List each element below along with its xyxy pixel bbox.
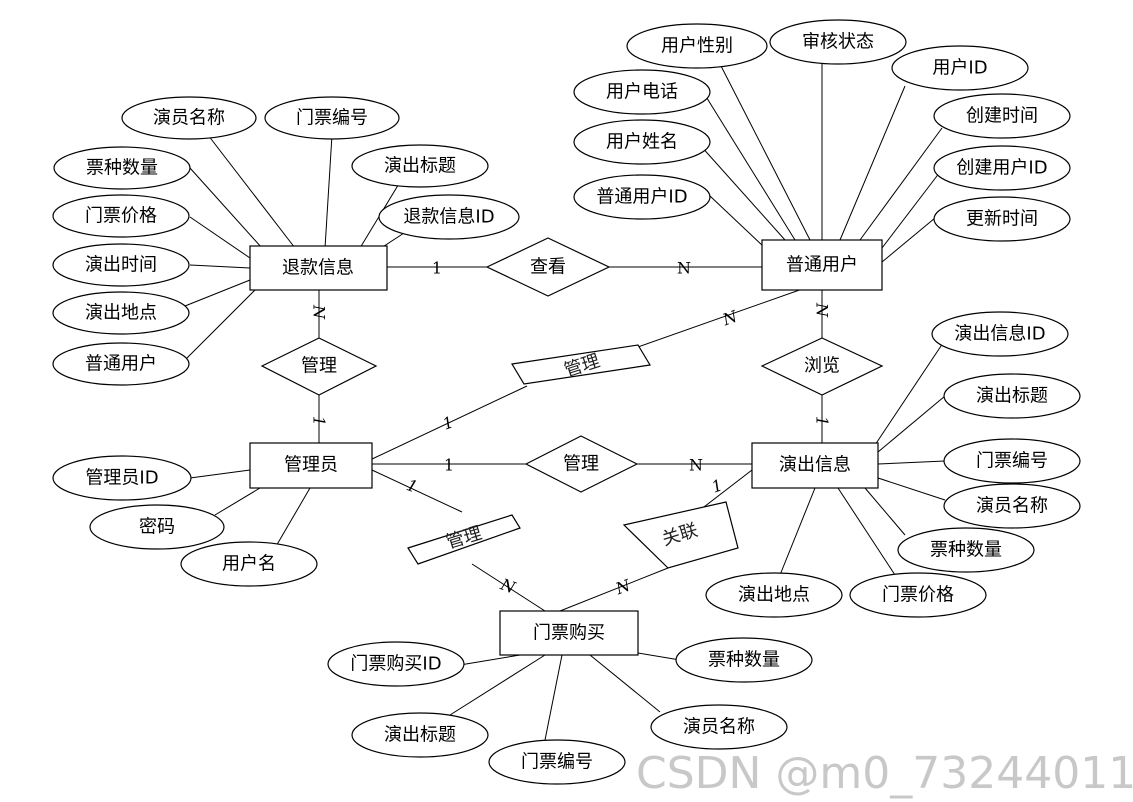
relationship-manage-purchase: 管理 [407,514,521,565]
relationship-browse-label: 浏览 [804,356,840,377]
entity-ticket-purchase-label: 门票购买 [533,623,605,644]
regular-user-attributes: 用户性别 审核状态 用户电话 用户ID 用户姓名 创建时间 普通用户ID 创建用… [573,19,1071,242]
attr-show-ticket-qty: 票种数量 [930,540,1002,561]
relationship-manage-show-label: 管理 [563,454,599,475]
attr-show-place: 演出地点 [738,585,810,606]
relationship-view: 查看 [485,237,611,297]
card-user-manage: N [719,306,741,329]
entity-admin-label: 管理员 [284,455,338,476]
attr-show-ticket-price: 门票价格 [882,585,954,606]
relationship-view-label: 查看 [530,257,566,278]
attr-user-name: 用户姓名 [606,132,678,153]
entity-ticket-purchase: 门票购买 [499,610,639,656]
relationship-manage-purchase-label: 管理 [444,523,485,554]
attr-refund-actor-name: 演员名称 [153,108,225,129]
entity-admin: 管理员 [249,442,373,489]
entity-show-info-label: 演出信息 [779,455,851,476]
card-associate-purchase: N [612,575,634,598]
attr-refund-ticket-price: 门票价格 [85,206,157,227]
card-browse-show: 1 [813,416,832,426]
attr-user-id: 用户ID [932,58,987,79]
cardinality-labels: 1 N N 1 N 1 N 1 1 N 1 N 1 N [310,259,832,599]
entity-refund: 退款信息 [249,245,388,291]
attr-purchase-actor-name: 演员名称 [683,717,755,738]
card-manage-admin: 1 [310,416,329,426]
attr-admin-username: 用户名 [222,554,276,575]
show-info-attributes: 演出信息ID 演出标题 门票编号 演员名称 票种数量 门票价格 演出地点 [705,311,1081,618]
ticket-purchase-attributes: 门票购买ID 票种数量 演出标题 演员名称 门票编号 [327,637,813,785]
card-user-browse: N [813,302,832,318]
attr-purchase-ticket-no: 门票编号 [521,752,593,773]
card-manage-purchase: N [497,574,519,597]
card-refund-view: 1 [432,259,442,278]
attr-refund-regular-user: 普通用户 [85,354,157,375]
attr-user-creator-id: 创建用户ID [956,158,1047,179]
relationship-manage-refund: 管理 [260,337,378,396]
entity-refund-label: 退款信息 [282,258,354,279]
attr-purchase-id: 门票购买ID [350,654,441,675]
relationship-manage-user: 管理 [511,344,651,385]
card-view-user: N [677,259,691,278]
entity-show-info: 演出信息 [751,442,879,489]
attr-show-actor-name: 演员名称 [976,496,1048,517]
card-manage-show: N [689,456,703,475]
attr-admin-id: 管理员ID [85,468,158,489]
card-manage-admin-user: 1 [440,412,456,433]
attr-show-id: 演出信息ID [954,324,1045,345]
admin-attributes: 管理员ID 密码 用户名 [52,455,318,587]
attr-user-update-time: 更新时间 [966,209,1038,230]
csdn-watermark: CSDN @m0_73244011 [636,748,1133,799]
attr-admin-password: 密码 [139,517,175,538]
attr-user-review-status: 审核状态 [802,32,874,53]
attr-refund-show-place: 演出地点 [85,303,157,324]
attr-user-regular-user-id: 普通用户ID [596,187,687,208]
attr-show-title: 演出标题 [976,386,1048,407]
refund-attributes: 演员名称 门票编号 票种数量 演出标题 门票价格 退款信息ID 演出时间 演出地… [52,96,520,386]
card-show-associate: 1 [709,475,725,496]
attr-refund-show-title: 演出标题 [384,156,456,177]
attr-show-ticket-no: 门票编号 [976,451,1048,472]
attr-refund-ticket-no: 门票编号 [296,108,368,129]
attr-refund-ticket-qty: 票种数量 [86,158,158,179]
attr-purchase-ticket-qty: 票种数量 [708,650,780,671]
entity-regular-user: 普通用户 [761,239,883,291]
attr-refund-show-time: 演出时间 [85,255,157,276]
card-refund-manage: N [310,304,329,320]
attr-user-phone: 用户电话 [606,82,678,103]
relationship-browse: 浏览 [760,337,884,396]
attr-user-create-time: 创建时间 [966,106,1038,127]
attr-refund-id: 退款信息ID [403,207,494,228]
attr-user-gender: 用户性别 [661,36,733,57]
relationship-manage-refund-label: 管理 [301,356,337,377]
attr-purchase-show-title: 演出标题 [384,725,456,746]
card-admin-manage-purchase: 1 [404,475,420,496]
entity-regular-user-label: 普通用户 [786,255,858,276]
relationship-associate: 关联 [622,501,739,569]
card-admin-manage-show: 1 [444,456,454,475]
relationship-manage-show: 管理 [524,435,639,493]
